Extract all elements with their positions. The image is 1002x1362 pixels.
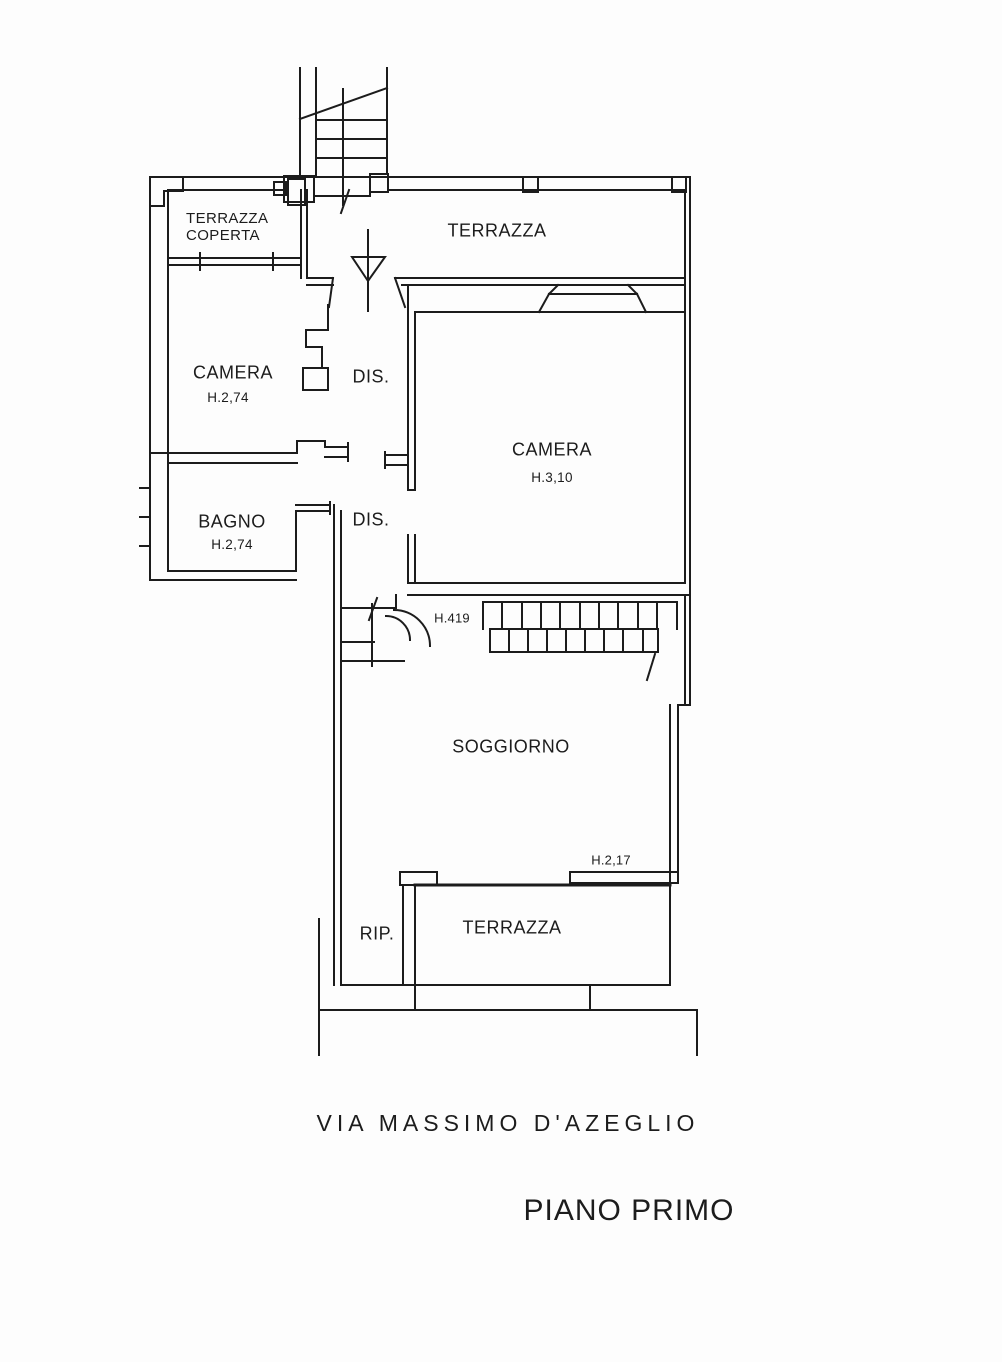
room-label-dis-nord: DIS. [352, 366, 390, 387]
room-label-terrazza-sud: TERRAZZA [462, 917, 562, 938]
soggiorno-walls [333, 504, 438, 986]
exterior-walls-north [149, 176, 691, 207]
room-label-dis-sud: DIS. [352, 509, 390, 530]
room-label-terrazza-nord: TERRAZZA [447, 220, 547, 241]
annotation-stair-height: H.419 [434, 610, 470, 626]
room-label-rip: RIP. [359, 923, 395, 944]
room-label-camera-ovest: CAMERA [192, 362, 274, 383]
room-label-terrazza-coperta: TERRAZZA COPERTA [186, 209, 269, 244]
terrazza-coperta-walls [167, 189, 308, 279]
lower-staircase [482, 601, 678, 682]
entrance-arrow-icon [350, 229, 387, 312]
exterior-wall-east [569, 176, 691, 986]
bagno-walls [149, 501, 331, 581]
top-staircase [273, 67, 389, 215]
entrance-door [306, 276, 686, 309]
room-label-bagno: BAGNO [198, 511, 266, 532]
room-height-bagno: H.2,74 [211, 537, 253, 553]
annotation-terrace-door-height: H.2,17 [591, 852, 631, 868]
camera-ovest-walls [149, 304, 349, 464]
door-swing-arc [340, 594, 432, 667]
room-height-camera-est: H.3,10 [531, 470, 573, 486]
terrazza-sud-walls [402, 883, 672, 986]
camera-est-walls [384, 283, 691, 596]
room-label-soggiorno: SOGGIORNO [452, 736, 570, 757]
room-height-camera-ovest: H.2,74 [207, 390, 249, 406]
ground-lines [318, 918, 698, 1056]
floor-title: PIANO PRIMO [523, 1193, 735, 1227]
street-caption: VIA MASSIMO D'AZEGLIO [316, 1109, 700, 1136]
room-label-camera-est: CAMERA [511, 439, 593, 460]
exterior-wall-west [139, 176, 169, 581]
